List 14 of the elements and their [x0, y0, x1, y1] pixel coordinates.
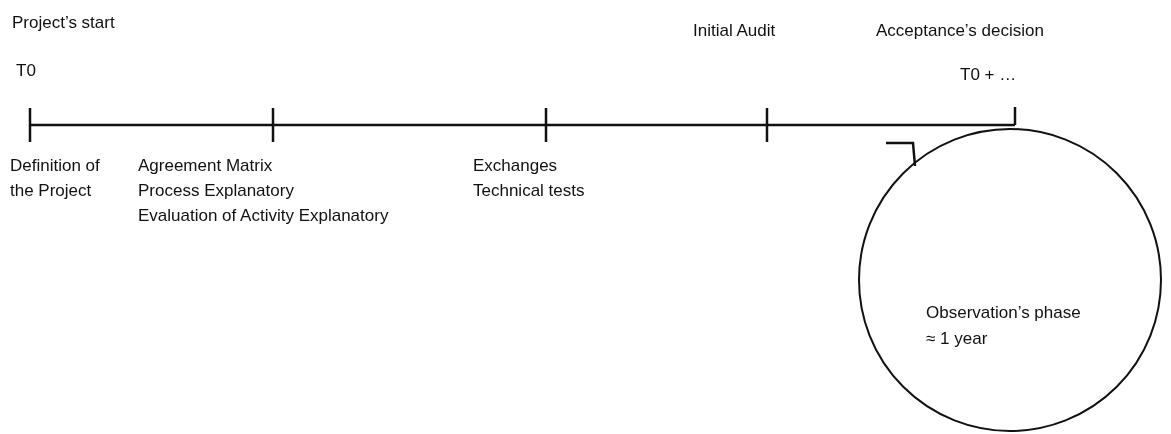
task-label: Process Explanatory	[138, 180, 294, 202]
task-label: Technical tests	[473, 180, 585, 202]
milestone-label: Acceptance’s decision	[876, 20, 1044, 42]
time-label: T0	[16, 60, 36, 82]
milestone-label: Initial Audit	[693, 20, 776, 42]
task-label: Agreement Matrix	[138, 155, 273, 177]
task-label: Definition of the Project	[10, 155, 101, 202]
phase-name: Observation’s phase	[926, 302, 1081, 324]
phase-duration: ≈ 1 year	[926, 328, 988, 350]
task-label: Exchanges	[473, 155, 558, 177]
milestone-label: Project’s start	[12, 12, 115, 34]
task-label: Evaluation of Activity Explanatory	[138, 205, 389, 227]
phase-circle	[858, 128, 1162, 432]
time-label: T0 + …	[960, 64, 1017, 86]
